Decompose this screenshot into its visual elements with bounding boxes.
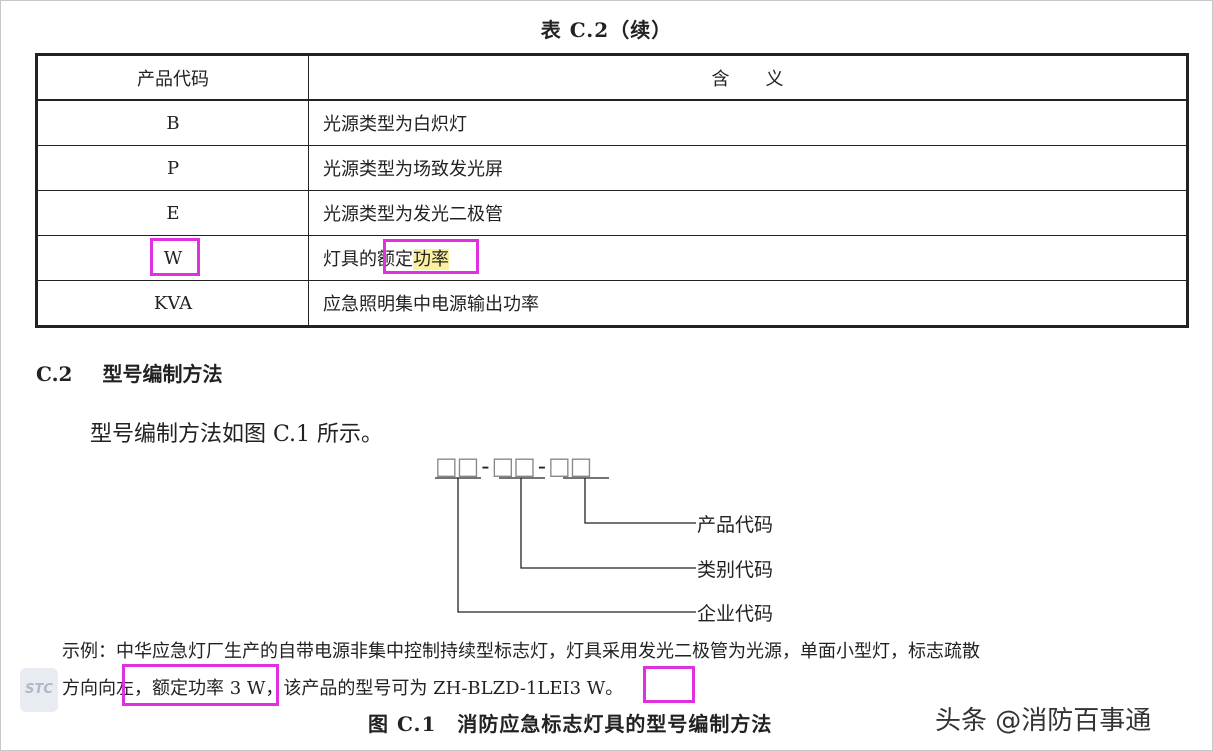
annotation-box	[383, 239, 479, 274]
annotation-box	[122, 664, 279, 706]
watermark: 头条 @消防百事通	[935, 706, 1152, 736]
header-meaning: 含 义	[308, 54, 1188, 101]
section-heading: C.2 型号编制方法	[36, 358, 222, 387]
product-code-table: 产品代码 含 义 B 光源类型为白炽灯 P 光源类型为场致发光屏 E 光源类型为…	[35, 53, 1189, 328]
example-line-1: 示例：中华应急灯厂生产的自带电源非集中控制持续型标志灯，灯具采用发光二极管为光源…	[62, 641, 980, 662]
table-row: KVA 应急照明集中电源输出功率	[36, 280, 1188, 327]
label-product-code: 产品代码	[697, 514, 774, 536]
example-line-2: 方向向左，额定功率 3 W，该产品的型号可为 ZH-BLZD-1LEⅠ3 W。	[62, 674, 623, 700]
label-category-code: 类别代码	[697, 559, 774, 581]
section-number: C.2	[36, 362, 73, 386]
logo: STC	[20, 668, 58, 712]
cell-meaning: 灯具的额定功率	[308, 235, 1188, 281]
code-slot: □□	[435, 452, 479, 480]
section-title: 型号编制方法	[102, 362, 223, 386]
table-header-row: 产品代码 含 义	[36, 54, 1188, 101]
table-row: E 光源类型为发光二极管	[36, 190, 1188, 236]
header-code: 产品代码	[36, 54, 309, 101]
example-text: ，该产品的型号可为 ZH-BLZD-1LEⅠ	[265, 678, 570, 699]
cell-meaning: 光源类型为发光二极管	[308, 190, 1188, 236]
table-row: B 光源类型为白炽灯	[36, 99, 1188, 146]
meaning-text: 灯具的	[323, 249, 377, 270]
figure-caption: 图 C.1 消防应急标志灯具的型号编制方法	[368, 712, 773, 736]
paragraph: 型号编制方法如图 C.1 所示。	[90, 422, 384, 447]
code-slot: □□	[547, 452, 592, 480]
table-row: P 光源类型为场致发光屏	[36, 145, 1188, 191]
example-text: 方向向左	[62, 678, 134, 699]
cell-meaning: 光源类型为场致发光屏	[308, 145, 1188, 191]
cell-code: P	[36, 145, 309, 191]
highlighted-text: 功率	[413, 249, 449, 270]
example-text: ，额定功率 3 W	[134, 678, 266, 699]
annotation-box	[150, 238, 200, 276]
separator: -	[481, 452, 489, 480]
example-text: 。	[605, 678, 624, 699]
cell-meaning: 光源类型为白炽灯	[308, 99, 1188, 146]
code-pattern: □□-□□-□□	[435, 452, 592, 480]
meaning-text: 额定	[377, 249, 413, 270]
table-row: W 灯具的额定功率	[36, 235, 1188, 281]
code-slot: □□	[491, 452, 535, 480]
label-enterprise-code: 企业代码	[697, 603, 774, 625]
diagram-lines	[435, 477, 696, 613]
table-title: 表 C.2（续）	[540, 18, 673, 42]
example-text: 3 W	[569, 678, 606, 699]
cell-meaning: 应急照明集中电源输出功率	[308, 280, 1188, 327]
separator: -	[537, 452, 546, 480]
cell-code: E	[36, 190, 309, 236]
annotation-box	[643, 666, 695, 703]
cell-code: KVA	[36, 280, 309, 327]
cell-code: B	[36, 99, 309, 146]
